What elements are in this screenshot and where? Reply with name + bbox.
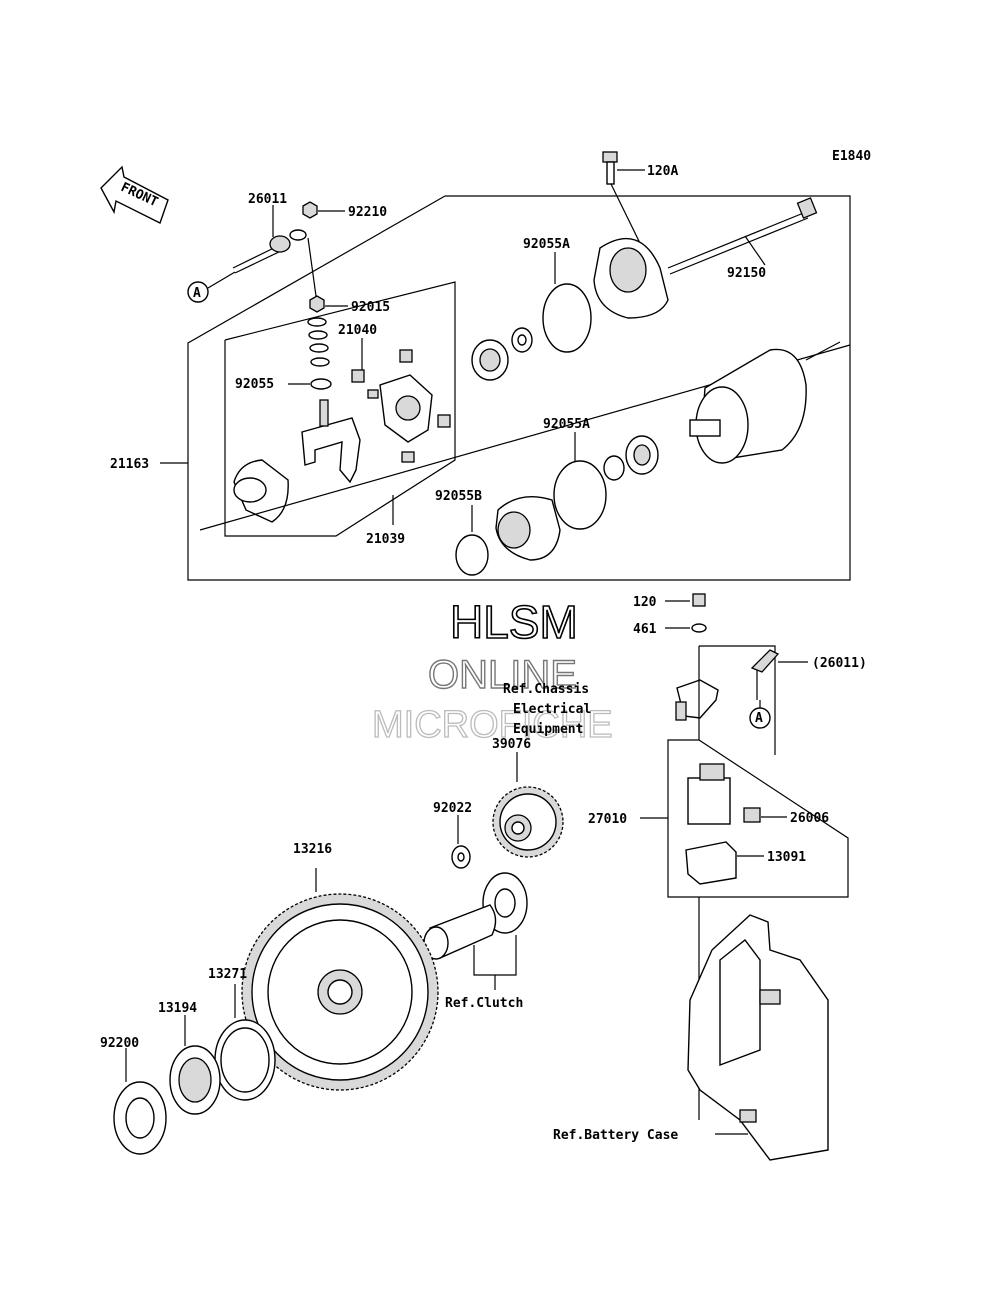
o-ring-92055a-top [542, 283, 592, 353]
callout-a-top: A [193, 286, 201, 301]
part-number-92022: 92022 [433, 801, 472, 816]
through-bolt-92150 [667, 197, 818, 275]
part-number-92055b: 92055B [435, 489, 482, 504]
ref-chassis-line1: Ref.Chassis [503, 682, 589, 697]
o-ring-92055 [310, 378, 332, 390]
part-number-92150: 92150 [727, 266, 766, 281]
part-number-92055a-top: 92055A [523, 237, 570, 252]
gasket-92200 [113, 1048, 167, 1155]
part-number-120a: 120A [647, 164, 678, 179]
starter-assembly-outline [187, 195, 851, 581]
bolt-120 [665, 593, 707, 633]
end-cover-left [233, 459, 289, 523]
part-number-26011-ref: (26011) [812, 656, 867, 671]
starter-lead-26011 [187, 205, 307, 303]
watermark-microfiche: MICROFICHE [372, 704, 613, 746]
fuse-26006 [743, 807, 787, 823]
clutch-shaft-parts [423, 872, 528, 990]
ref-chassis-line3: Equipment [513, 722, 583, 737]
battery-case [687, 897, 829, 1161]
part-number-120: 120 [633, 595, 657, 610]
part-number-92210: 92210 [348, 205, 387, 220]
part-number-26011: 26011 [248, 192, 287, 207]
part-number-27010: 27010 [588, 812, 627, 827]
part-number-92055: 92055 [235, 377, 274, 392]
part-number-26006: 26006 [790, 811, 829, 826]
part-number-39076: 39076 [492, 737, 531, 752]
front-direction-arrow: FRONT [100, 165, 169, 224]
relay-lead-26011-ref [699, 645, 808, 755]
ref-chassis-line2: Electrical [513, 702, 591, 717]
part-number-21163: 21163 [110, 457, 149, 472]
idle-gear-39076 [492, 752, 564, 858]
part-number-13271: 13271 [208, 967, 247, 982]
front-end-cover [495, 496, 561, 561]
part-number-21039: 21039 [366, 532, 405, 547]
relay-bracket [675, 679, 719, 721]
relay-group-outline [640, 646, 849, 898]
part-number-92200: 92200 [100, 1036, 139, 1051]
one-way-clutch-13194 [169, 1015, 221, 1115]
nut-washer-stack-92015 [288, 237, 348, 390]
callout-a-bottom: A [755, 711, 763, 726]
starter-relay [687, 763, 731, 825]
ref-battery-case: Ref.Battery Case [553, 1128, 678, 1143]
bearings-mid [603, 435, 659, 481]
part-number-461: 461 [633, 622, 657, 637]
callout-a-circle [187, 281, 209, 303]
watermark-hlsm: HLSM [450, 596, 578, 648]
starter-motor-yoke [689, 341, 841, 464]
washer-92022 [451, 815, 471, 869]
part-number-13194: 13194 [158, 1001, 197, 1016]
part-number-13216: 13216 [293, 842, 332, 857]
o-ring-92055b [455, 534, 489, 576]
bearing-center [471, 327, 533, 381]
brush-springs-21040 [351, 338, 451, 463]
starter-gear-13216 [241, 868, 439, 1091]
plate-13271 [214, 984, 276, 1101]
brush-holder-21039 [301, 399, 394, 525]
rear-end-cover [593, 238, 669, 319]
watermark-online: ONLINE [428, 653, 577, 697]
part-number-92055a-mid: 92055A [543, 417, 590, 432]
diagram-code: E1840 [832, 149, 871, 164]
ref-clutch: Ref.Clutch [445, 996, 523, 1011]
nut-92210 [302, 201, 345, 219]
o-ring-92055a-mid [553, 460, 607, 530]
part-number-21040: 21040 [338, 323, 377, 338]
brush-plate [367, 374, 433, 443]
part-number-13091: 13091 [767, 850, 806, 865]
relay-cover-13091 [685, 841, 764, 885]
part-number-92015: 92015 [351, 300, 390, 315]
